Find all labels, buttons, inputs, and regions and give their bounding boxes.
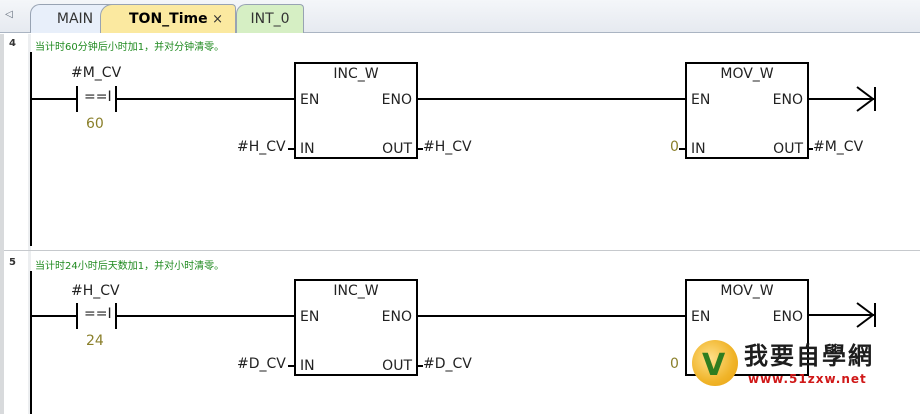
tab-scroll-left-icon[interactable]: ◁ (5, 9, 13, 20)
wire (288, 148, 294, 150)
block-out-variable[interactable]: #H_CV (423, 139, 472, 155)
tab-main-label: MAIN (56, 11, 94, 27)
contact-left-bar (76, 86, 78, 112)
contact-variable[interactable]: #H_CV (71, 283, 120, 299)
pin-in: IN (691, 141, 706, 157)
wire (117, 98, 296, 100)
contact-operator[interactable]: ==I (84, 306, 112, 322)
block-title: INC_W (333, 283, 379, 299)
contact-compare-value[interactable]: 24 (86, 333, 104, 349)
block-title: MOV_W (720, 283, 774, 299)
network-number: 5 (9, 257, 16, 268)
pin-in: IN (300, 141, 315, 157)
block-out-variable[interactable]: #D_CV (423, 356, 472, 372)
wire (288, 365, 294, 367)
watermark-logo-icon: V (692, 340, 738, 386)
pin-out: OUT (773, 141, 803, 157)
contact-variable[interactable]: #M_CV (71, 65, 122, 81)
pin-eno: ENO (772, 92, 803, 108)
open-branch-arrow-icon (809, 302, 876, 328)
wire (418, 148, 423, 150)
watermark-logo-letter: V (702, 348, 726, 383)
close-icon[interactable]: × (212, 12, 223, 27)
block-in-constant[interactable]: 0 (670, 356, 679, 372)
wire (418, 315, 685, 317)
tab-int-0-label: INT_0 (250, 11, 290, 27)
contact-right-bar (115, 303, 117, 329)
wire (30, 98, 76, 100)
wire (418, 98, 685, 100)
inc-w-block[interactable]: INC_W EN ENO IN OUT (294, 62, 418, 159)
open-branch-arrow-icon (809, 86, 876, 112)
pin-eno: ENO (772, 309, 803, 325)
pin-en: EN (691, 92, 711, 108)
contact-compare-value[interactable]: 60 (86, 116, 104, 132)
pin-eno: ENO (381, 309, 412, 325)
site-watermark: V 我要自學網 www.51zxw.net (688, 334, 918, 394)
inc-w-block[interactable]: INC_W EN ENO IN OUT (294, 279, 418, 376)
tab-ton-time[interactable]: TON_Time × (100, 4, 236, 33)
network-separator (4, 250, 920, 251)
tab-int-0[interactable]: INT_0 (236, 4, 304, 33)
contact-left-bar (76, 303, 78, 329)
wire (418, 365, 423, 367)
mov-w-block[interactable]: MOV_W EN ENO IN OUT (685, 62, 809, 159)
wire (30, 315, 76, 317)
block-in-variable[interactable]: #D_CV (237, 356, 286, 372)
network-comment[interactable]: 当计时24小时后天数加1，并对小时清零。 (35, 261, 225, 272)
pin-out: OUT (382, 141, 412, 157)
pin-en: EN (300, 92, 320, 108)
block-title: MOV_W (720, 66, 774, 82)
pin-in: IN (300, 358, 315, 374)
editor-tab-bar: ◁ MAIN INT_0 TON_Time × (0, 0, 920, 33)
power-rail (30, 52, 32, 246)
watermark-url: www.51zxw.net (748, 372, 867, 386)
wire (679, 148, 685, 150)
contact-operator[interactable]: ==I (84, 89, 112, 105)
pin-en: EN (300, 309, 320, 325)
network-number: 4 (9, 38, 16, 49)
block-title: INC_W (333, 66, 379, 82)
watermark-site-name: 我要自學網 (744, 341, 874, 370)
block-in-constant[interactable]: 0 (670, 139, 679, 155)
wire (117, 315, 296, 317)
block-in-variable[interactable]: #H_CV (237, 139, 286, 155)
network-comment[interactable]: 当计时60分钟后小时加1，并对分钟清零。 (35, 42, 225, 53)
network-gutter (28, 34, 31, 414)
pin-out: OUT (382, 358, 412, 374)
pin-eno: ENO (381, 92, 412, 108)
pin-en: EN (691, 309, 711, 325)
contact-right-bar (115, 86, 117, 112)
tab-ton-time-label: TON_Time (129, 11, 208, 27)
block-out-variable[interactable]: #M_CV (813, 139, 864, 155)
power-rail (30, 271, 32, 414)
left-gutter (0, 34, 4, 414)
wire (809, 148, 813, 150)
